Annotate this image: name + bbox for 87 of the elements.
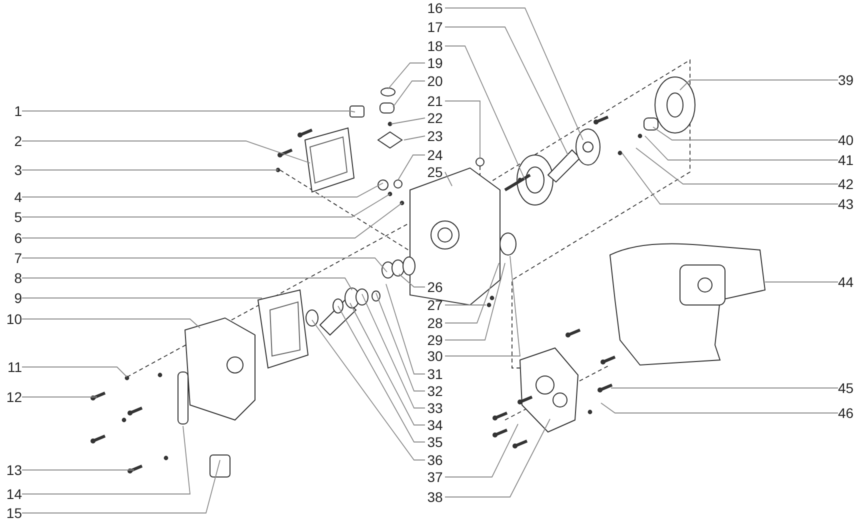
callout-number: 20 [425,73,445,89]
leader-line [680,80,838,90]
callout-number: 30 [425,348,445,364]
callout-number: 40 [838,132,858,148]
callout-number: 19 [425,55,445,71]
callout-number: 39 [838,72,858,88]
callout-number: 41 [838,152,858,168]
callout-number: 43 [838,196,858,212]
leader-line [312,320,426,460]
leader-line [22,110,356,112]
leader-line [398,274,426,288]
leader-line [22,396,98,398]
leader-line [444,424,518,478]
leader-line [444,46,526,180]
callout-number: 23 [425,128,445,144]
leader-line [392,80,426,108]
leader-line [444,100,480,158]
callout-number: 35 [425,434,445,450]
callout-number: 37 [425,469,445,485]
leader-line [22,202,402,238]
callout-number: 32 [425,383,445,399]
callout-number: 25 [425,164,445,180]
leader-line [388,62,426,90]
leader-line [362,294,426,408]
callout-number: 36 [425,452,445,468]
leader-line [404,136,426,140]
callout-number: 42 [838,176,858,192]
callout-number: 34 [425,417,445,433]
callout-number: 4 [2,189,22,205]
leader-line [22,258,388,272]
callout-number: 27 [425,297,445,313]
callout-number: 24 [425,147,445,163]
leader-line [376,292,426,392]
leader-line [644,136,838,160]
leader-line [652,126,838,140]
callout-number: 44 [838,274,858,290]
callout-number: 38 [425,489,445,505]
leader-line [390,118,426,124]
leader-line [22,194,390,218]
leader-line [636,148,838,184]
callout-number: 22 [425,110,445,126]
callout-number: 18 [425,38,445,54]
callout-number: 46 [838,405,858,421]
callout-number: 15 [2,505,22,521]
leader-line [444,256,520,356]
leader-line [600,402,838,414]
callout-number: 2 [2,133,22,149]
callout-number: 45 [838,380,858,396]
callout-number: 5 [2,209,22,225]
leader-line [22,366,128,378]
callout-number: 7 [2,250,22,266]
leader-line [22,278,352,290]
leader-line [22,318,200,328]
callout-number: 17 [425,19,445,35]
leader-line [444,26,568,156]
callout-number: 21 [425,93,445,109]
leader-line [22,460,220,514]
callout-number: 31 [425,366,445,382]
leader-line [386,284,426,374]
leader-line [444,262,506,340]
callout-number: 14 [2,486,22,502]
callout-number: 10 [2,311,22,327]
leader-line [350,302,426,426]
callout-number: 12 [2,389,22,405]
leader-line [622,152,838,204]
leader-line [22,426,190,494]
leader-line [338,306,426,442]
leader-line [22,140,310,164]
callout-number: 13 [2,462,22,478]
callout-number: 11 [2,359,22,375]
callout-number: 33 [425,400,445,416]
leader-line [22,182,384,198]
leader-line [444,172,452,186]
callout-number: 26 [425,279,445,295]
callout-number: 8 [2,270,22,286]
callout-number: 9 [2,290,22,306]
callout-number: 6 [2,230,22,246]
callout-number: 16 [425,0,445,16]
callout-number: 29 [425,332,445,348]
leader-line [444,8,584,140]
callout-number: 3 [2,162,22,178]
leader-line [398,154,426,180]
callout-number: 1 [2,103,22,119]
leader-line [444,418,550,498]
leader-line [444,262,500,324]
leader-line [444,304,486,306]
callout-number: 28 [425,315,445,331]
